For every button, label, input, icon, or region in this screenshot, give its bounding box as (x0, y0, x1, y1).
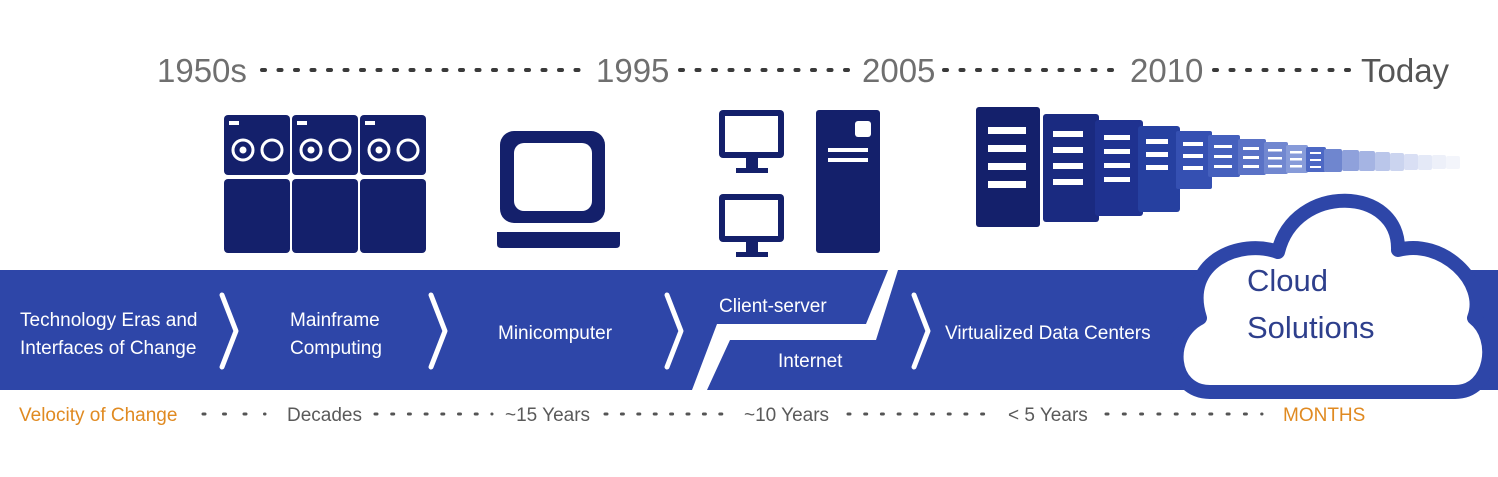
era-timeline: 1950s 1995 2005 2010 Today (157, 52, 1450, 89)
band-label-internet: Internet (778, 351, 843, 372)
velocity-5-years: < 5 Years (1008, 405, 1088, 426)
band-label-mainframe-2: Computing (290, 338, 382, 359)
chevron-right-icon (219, 292, 239, 370)
desktop-monitor-icon (719, 194, 784, 257)
band-label-virtualized: Virtualized Data Centers (945, 323, 1151, 344)
tower-server-icon (816, 110, 880, 253)
velocity-months: MONTHS (1283, 405, 1365, 426)
velocity-decades: Decades (287, 405, 362, 426)
chevron-right-icon (664, 292, 684, 370)
desktop-monitor-icon (719, 110, 784, 173)
cloud-icon (1169, 193, 1497, 399)
chevron-right-icon (911, 292, 931, 370)
cloud-label-2: Solutions (1247, 310, 1375, 345)
crt-terminal-icon (497, 131, 620, 248)
band-label-intro-2: Interfaces of Change (20, 338, 196, 359)
band-label-mainframe-1: Mainframe (290, 310, 380, 331)
velocity-label: Velocity of Change (19, 405, 177, 426)
era-label-2010: 2010 (1130, 52, 1203, 89)
era-label-today: Today (1361, 52, 1450, 89)
era-label-1950s: 1950s (157, 52, 247, 89)
velocity-10-years: ~10 Years (744, 405, 829, 426)
cloud-label-1: Cloud (1247, 263, 1328, 298)
velocity-row: Velocity of Change Decades ~15 Years ~10… (19, 405, 1365, 426)
band-label-client-server: Client-server (719, 296, 827, 317)
chevron-right-icon (428, 292, 448, 370)
band-label-intro-1: Technology Eras and (20, 310, 197, 331)
server-rack-icon (976, 107, 1460, 227)
band-chevrons (219, 292, 931, 370)
band-label-minicomputer: Minicomputer (498, 323, 613, 344)
era-label-2005: 2005 (862, 52, 935, 89)
era-label-1995: 1995 (596, 52, 669, 89)
band-labels: Technology Eras and Interfaces of Change… (20, 263, 1375, 372)
mainframe-cabinet-icon (224, 115, 426, 253)
velocity-15-years: ~15 Years (505, 405, 590, 426)
